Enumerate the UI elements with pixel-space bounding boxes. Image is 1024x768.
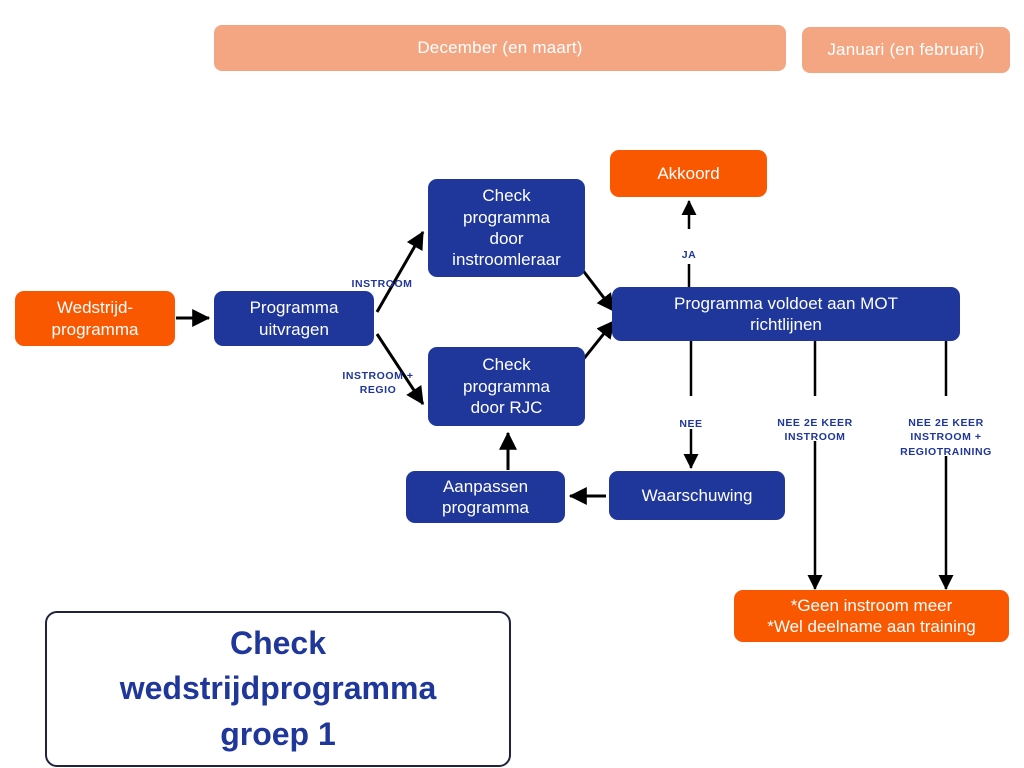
node-mot-richtlijnen-label: Programma voldoet aan MOT richtlijnen [674, 293, 898, 334]
node-wedstrijdprogramma[interactable]: Wedstrijd- programma [15, 291, 175, 346]
node-check-rjc[interactable]: Check programma door RJC [428, 347, 585, 426]
edge-label-nee-2e-keer-instroom-regio-text: NEE 2E KEER INSTROOM + REGIOTRAINING [900, 417, 992, 458]
edge-label-ja: JA [659, 234, 719, 262]
phase-chip-december[interactable]: December (en maart) [214, 25, 786, 71]
edge-label-nee-text: NEE [679, 418, 703, 431]
edge-label-instroom-regio-text: INSTROOM + REGIO [342, 370, 414, 397]
node-check-instroomleraar[interactable]: Check programma door instroomleraar [428, 179, 585, 277]
phase-chip-januari[interactable]: Januari (en februari) [802, 27, 1010, 73]
edge-label-nee-2e-keer-instroom-text: NEE 2E KEER INSTROOM [777, 417, 853, 444]
edge-label-ja-text: JA [681, 249, 697, 262]
node-wedstrijdprogramma-label: Wedstrijd- programma [51, 298, 139, 339]
node-programma-uitvragen-label: Programma uitvragen [249, 298, 339, 339]
node-akkoord-label: Akkoord [657, 163, 720, 183]
node-waarschuwing[interactable]: Waarschuwing [609, 471, 785, 520]
node-aanpassen-programma[interactable]: Aanpassen programma [406, 471, 565, 523]
node-check-instroomleraar-label: Check programma door instroomleraar [452, 186, 561, 270]
phase-chip-januari-label: Januari (en februari) [827, 40, 985, 59]
page-title: Check wedstrijdprogramma groep 1 [119, 624, 437, 752]
edge-label-nee: NEE [661, 403, 721, 431]
phase-chip-december-label: December (en maart) [417, 38, 583, 57]
node-mot-richtlijnen[interactable]: Programma voldoet aan MOT richtlijnen [612, 287, 960, 341]
edge-label-instroom-text: INSTROOM [351, 278, 413, 291]
node-geen-instroom-label: *Geen instroom meer *Wel deelname aan tr… [767, 595, 976, 636]
title-card: Check wedstrijdprogramma groep 1 [45, 611, 511, 767]
node-geen-instroom[interactable]: *Geen instroom meer *Wel deelname aan tr… [734, 590, 1009, 642]
edge-label-instroom-regio: INSTROOM + REGIO [328, 355, 428, 398]
edge-label-nee-2e-keer-instroom: NEE 2E KEER INSTROOM [758, 402, 872, 445]
edge-label-instroom: INSTROOM [336, 263, 428, 291]
node-waarschuwing-label: Waarschuwing [641, 485, 753, 505]
node-programma-uitvragen[interactable]: Programma uitvragen [214, 291, 374, 346]
edge-label-nee-2e-keer-instroom-regio: NEE 2E KEER INSTROOM + REGIOTRAINING [882, 402, 1010, 459]
node-check-rjc-label: Check programma door RJC [463, 355, 550, 418]
node-aanpassen-programma-label: Aanpassen programma [442, 476, 529, 517]
node-akkoord[interactable]: Akkoord [610, 150, 767, 197]
